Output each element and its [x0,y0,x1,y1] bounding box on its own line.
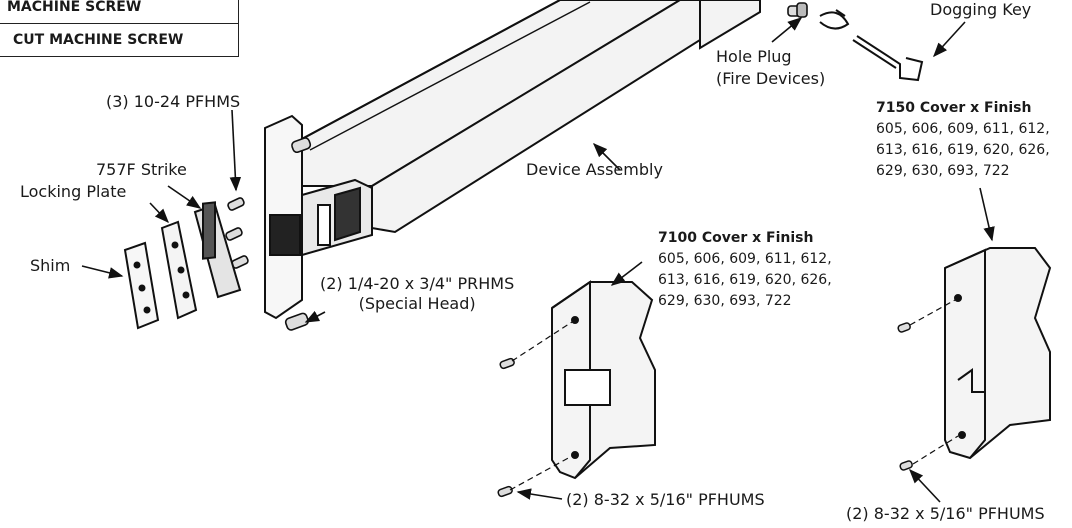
label-pfhms-top: (3) 10-24 PFHMS [106,92,241,111]
label-hole-plug: Hole Plug (Fire Devices) [716,46,825,90]
hole-plug-drawing [787,2,808,18]
label-shim: Shim [30,256,71,275]
screw-legend-table: MACHINE SCREW CUT MACHINE SCREW [0,0,239,57]
cover-7100-drawing [551,280,656,480]
label-prhms-line2: (Special Head) [358,294,476,313]
finish-7150-title: 7150 Cover x Finish [876,100,1032,116]
finish-7150-line3: 629, 630, 693, 722 [876,163,1010,179]
mounting-bracket-drawing [264,114,373,320]
label-strike: 757F Strike [96,160,187,179]
cover-screws-drawing [497,322,913,498]
finish-7100-line1: 605, 606, 609, 611, 612, [658,251,832,267]
finish-list-7150: 7150 Cover x Finish 605, 606, 609, 611, … [876,98,1050,182]
label-locking-plate: Locking Plate [20,182,127,201]
dogging-key-drawing [819,9,924,82]
label-hole-plug-line1: Hole Plug [716,47,792,66]
label-device-assembly: Device Assembly [526,160,663,179]
cover-7150-drawing [944,247,1052,460]
strike-drawing [193,201,242,299]
label-prhms-line1: (2) 1/4-20 x 3/4" PRHMS [320,274,515,293]
label-dogging-key: Dogging Key [930,0,1032,19]
label-prhms: (2) 1/4-20 x 3/4" PRHMS (Special Head) [320,274,514,314]
leader-arrows [81,17,995,503]
finish-7150-line2: 613, 616, 619, 620, 626, [876,142,1050,158]
finish-7100-line2: 613, 616, 619, 620, 626, [658,272,832,288]
finish-7100-line3: 629, 630, 693, 722 [658,293,792,309]
legend-row-cut-machine-screw: CUT MACHINE SCREW [13,32,184,48]
device-assembly-drawing [299,0,761,234]
finish-list-7100: 7100 Cover x Finish 605, 606, 609, 611, … [658,228,832,312]
finish-7100-title: 7100 Cover x Finish [658,230,814,246]
finish-7150-line1: 605, 606, 609, 611, 612, [876,121,1050,137]
label-hole-plug-line2: (Fire Devices) [716,69,826,88]
label-pfhums-right: (2) 8-32 x 5/16" PFHUMS [846,504,1045,523]
locking-plate-drawing [160,220,198,320]
shim-drawing [123,241,160,330]
legend-row-machine-screw: MACHINE SCREW [0,0,238,24]
dashed-guide-lines [509,299,959,491]
label-pfhums-left: (2) 8-32 x 5/16" PFHUMS [566,490,765,509]
